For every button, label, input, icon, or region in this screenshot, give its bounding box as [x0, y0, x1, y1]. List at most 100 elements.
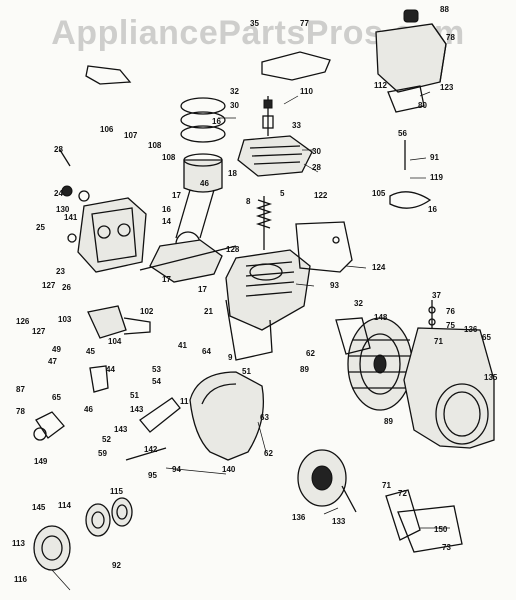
callout: 24 — [54, 189, 63, 198]
connecting-rod — [175, 189, 215, 239]
callout: 56 — [398, 129, 407, 138]
callout: 32 — [230, 87, 239, 96]
callout: 130 — [56, 205, 70, 214]
leader-lines — [51, 91, 450, 591]
seal-ring — [61, 185, 73, 197]
callout: 80 — [418, 101, 427, 110]
callout: 46 — [84, 405, 93, 414]
callout: 78 — [446, 33, 455, 42]
callout: 105 — [372, 189, 386, 198]
callout: 102 — [140, 307, 154, 316]
callout: 51 — [130, 391, 139, 400]
callout: 28 — [312, 163, 321, 172]
callout: 126 — [16, 317, 30, 326]
callout: 143 — [130, 405, 144, 414]
callout: 116 — [14, 575, 27, 584]
engine-block — [225, 249, 311, 331]
callout: 87 — [16, 385, 25, 394]
callout: 16 — [212, 117, 221, 126]
callout: 30 — [230, 101, 239, 110]
callout: 88 — [440, 5, 449, 14]
callout: 107 — [124, 131, 138, 140]
starter-cup — [335, 317, 371, 355]
callout: 54 — [152, 377, 161, 386]
coil-bracket — [385, 489, 421, 541]
callout-labels: 35 77 88 78 32 30 110 16 33 30 28 123 11… — [12, 5, 498, 584]
callout: 47 — [48, 357, 57, 366]
callout: 77 — [300, 19, 309, 28]
callout: 8 — [246, 197, 251, 206]
callout: 30 — [312, 147, 321, 156]
callout: 14 — [162, 217, 171, 226]
callout: 148 — [374, 313, 388, 322]
bearing-set — [33, 497, 133, 571]
tank-bracket — [387, 85, 425, 113]
callout: 95 — [148, 471, 157, 480]
callout: 76 — [446, 307, 455, 316]
callout: 53 — [152, 365, 161, 374]
callout: 65 — [482, 333, 491, 342]
callout: 141 — [64, 213, 78, 222]
ignition-coil — [297, 449, 347, 507]
callout: 113 — [12, 539, 25, 548]
callout: 45 — [86, 347, 95, 356]
callout: 17 — [172, 191, 181, 200]
callout: 46 — [200, 179, 209, 188]
callout: 35 — [250, 19, 259, 28]
callout: 110 — [300, 87, 313, 96]
callout: 71 — [434, 337, 443, 346]
callout: 142 — [144, 445, 158, 454]
piston-rings — [180, 97, 226, 143]
callout: 28 — [54, 145, 63, 154]
callout: 119 — [430, 173, 443, 182]
callout: 71 — [382, 481, 391, 490]
callout: 106 — [100, 125, 114, 134]
callout: 89 — [384, 417, 393, 426]
callout: 5 — [280, 189, 285, 198]
callout: 92 — [112, 561, 121, 570]
callout: 143 — [114, 425, 128, 434]
callout: 44 — [106, 365, 115, 374]
callout: 26 — [62, 283, 71, 292]
callout: 93 — [330, 281, 339, 290]
callout: 133 — [332, 517, 346, 526]
callout: 51 — [242, 367, 251, 376]
callout: 103 — [58, 315, 72, 324]
callout: 94 — [172, 465, 181, 474]
top-gasket — [261, 51, 331, 81]
callout: 122 — [314, 191, 328, 200]
callout: 59 — [98, 449, 107, 458]
callout: 18 — [228, 169, 237, 178]
callout: 136 — [292, 513, 306, 522]
callout: 11 — [180, 397, 189, 406]
callout: 25 — [36, 223, 45, 232]
callout: 62 — [264, 449, 273, 458]
callout: 108 — [162, 153, 176, 162]
callout: 114 — [58, 501, 71, 510]
callout: 91 — [430, 153, 439, 162]
callout: 123 — [440, 83, 454, 92]
callout: 150 — [434, 525, 448, 534]
callout: 104 — [108, 337, 122, 346]
callout: 23 — [56, 267, 65, 276]
callout: 140 — [222, 465, 236, 474]
carburetor — [87, 305, 127, 339]
bottom-right-bracket — [397, 505, 463, 553]
callout: 63 — [260, 413, 269, 422]
callout: 49 — [52, 345, 61, 354]
callout: 32 — [354, 299, 363, 308]
callout: 149 — [34, 457, 48, 466]
callout: 73 — [442, 543, 451, 552]
callout: 72 — [398, 489, 407, 498]
crankcase-cover — [77, 197, 147, 273]
callout: 21 — [204, 307, 213, 316]
callout: 9 — [228, 353, 233, 362]
callout: 128 — [226, 245, 240, 254]
callout: 62 — [306, 349, 315, 358]
callout: 41 — [178, 341, 187, 350]
small-bracket-left — [85, 65, 132, 85]
valve-assembly — [255, 96, 274, 250]
callout: 135 — [484, 373, 498, 382]
